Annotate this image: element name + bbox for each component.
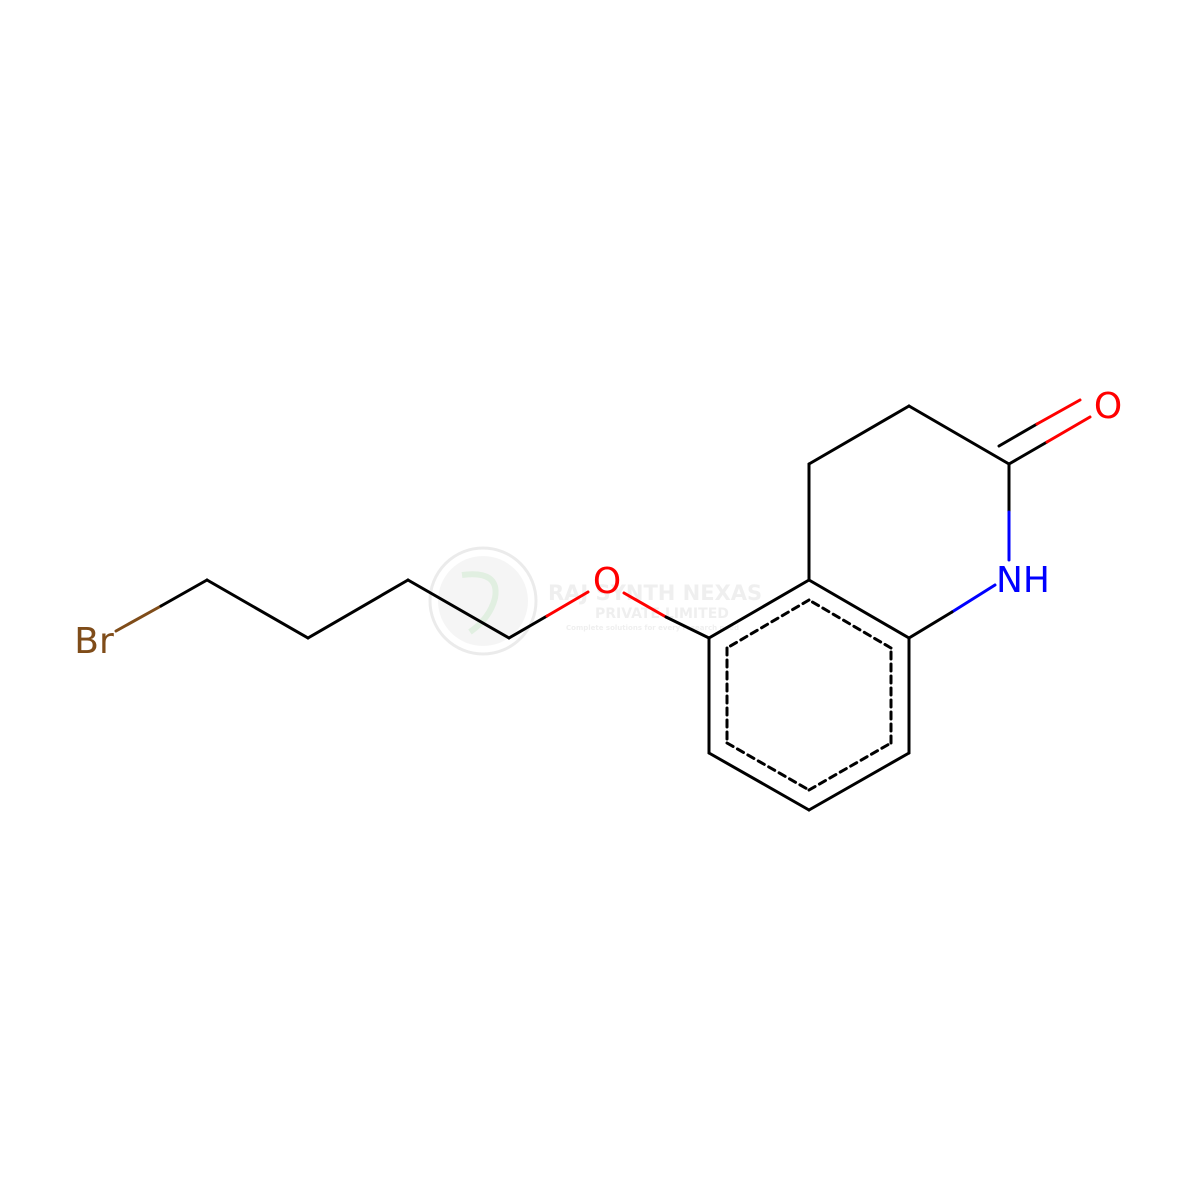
watermark-line3: Complete solutions for every research ne… — [566, 624, 739, 632]
bond-carbonyl-2 — [997, 422, 1039, 448]
atom-ether-oxygen: O — [593, 561, 621, 602]
bond-o-aryl-carbon-half — [664, 615, 711, 640]
bond-carbonyl-1 — [1007, 440, 1049, 466]
bond-n-c8a — [950, 583, 997, 614]
bond-br-c — [114, 604, 163, 633]
bond-br-c-carbon-half — [159, 578, 209, 608]
bond-n-c8a-carbon-half — [907, 610, 954, 640]
atom-carbonyl-oxygen: O — [1094, 386, 1122, 427]
bond-chain-1 — [205, 578, 310, 640]
bond-ring-6 — [707, 578, 811, 640]
atom-bromine: Br — [74, 621, 114, 662]
atom-nh: NH — [996, 560, 1050, 601]
watermark-logo-icon — [438, 556, 528, 646]
bond-c3-c2 — [907, 404, 1011, 466]
bond-carbonyl-2-o — [1035, 398, 1082, 426]
bonds — [114, 398, 1092, 812]
aromatic-inner-dashes — [725, 598, 893, 792]
bond-carbonyl-1-o — [1045, 415, 1092, 444]
aromatic-dash-3 — [807, 741, 893, 792]
bond-ring-3 — [807, 751, 911, 812]
watermark-line1: RAJ SYNTH NEXAS — [548, 581, 762, 605]
aromatic-dash-2 — [725, 741, 811, 792]
aromatic-dash-6 — [725, 598, 811, 650]
bond-c4-c3 — [807, 404, 911, 466]
bond-chain-3 — [406, 578, 511, 640]
watermark-logo-ring — [428, 546, 538, 656]
bond-chain-2 — [306, 578, 410, 640]
watermark-logo-leaf — [461, 571, 499, 635]
aromatic-dash-5 — [807, 598, 893, 650]
bond-chain-o-carbon-half — [507, 614, 549, 640]
bond-ring-2 — [707, 751, 811, 812]
bond-ring-5 — [807, 578, 911, 640]
bond-chain-o — [545, 590, 590, 618]
bond-o-aryl — [622, 591, 668, 619]
